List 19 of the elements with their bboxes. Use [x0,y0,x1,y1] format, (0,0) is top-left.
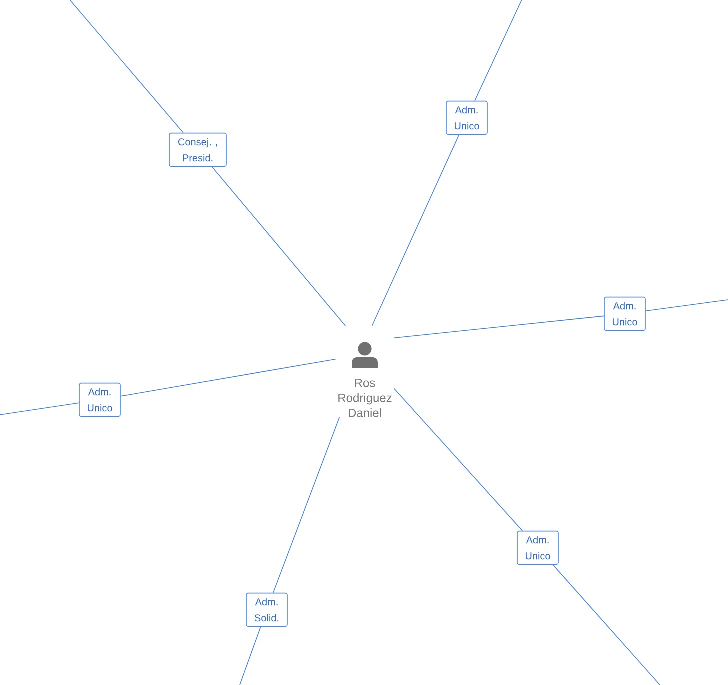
connector-line [212,166,346,326]
label-box: Adm. Unico [517,530,559,566]
label-box: Consej. , Presid. [169,132,227,168]
connector-line [646,300,728,312]
connector-line [394,388,523,532]
connector-line [120,358,336,397]
label-box: Adm. Unico [446,100,488,136]
label-box: Adm. Solid. [246,592,288,628]
label-box: Adm. Unico [79,382,121,418]
connector-line [70,0,184,134]
connector-line [273,417,340,594]
connector-line [394,316,604,339]
connector-line [372,134,460,326]
connector-line [0,402,80,416]
connector-line [240,626,262,685]
person-name: Ros Rodriguez Daniel [338,378,392,418]
label-box: Adm. Unico [604,296,646,332]
connector-line [474,0,522,102]
connector-line [552,564,660,685]
